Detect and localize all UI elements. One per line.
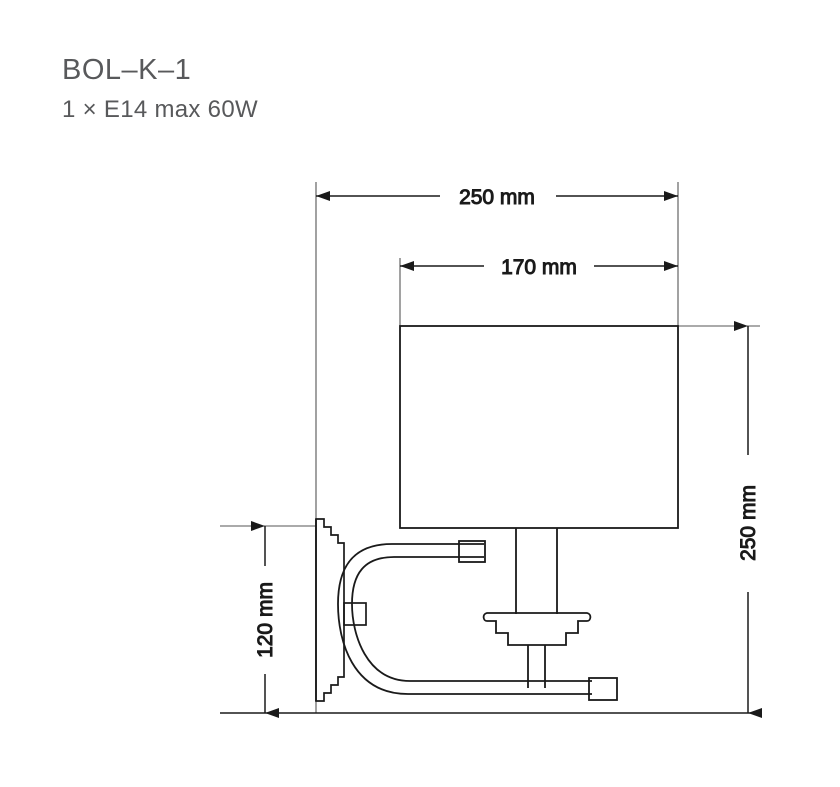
socket-collar [482,612,592,646]
arm-end-cap-lower [588,677,618,701]
dimension-label-overall-height: 250 mm [737,485,760,561]
dimension-label-shade-width: 170 mm [501,256,577,279]
arm-end-cap-upper [458,540,486,563]
finial [527,645,546,688]
dimension-label-overall-width: 250 mm [459,186,535,209]
curved-arm [337,543,592,695]
stem [515,528,558,614]
mounting-bracket [343,602,367,626]
lamp-shade [399,325,679,529]
dimension-label-wall-plate-height: 120 mm [254,582,277,658]
extension-lines [220,182,760,714]
lamp-spec-label: 1 × E14 max 60W [62,96,258,124]
title-block: BOL–K–1 1 × E14 max 60W [62,52,258,127]
page-title: BOL–K–1 [62,54,192,86]
wall-plate [315,518,345,702]
